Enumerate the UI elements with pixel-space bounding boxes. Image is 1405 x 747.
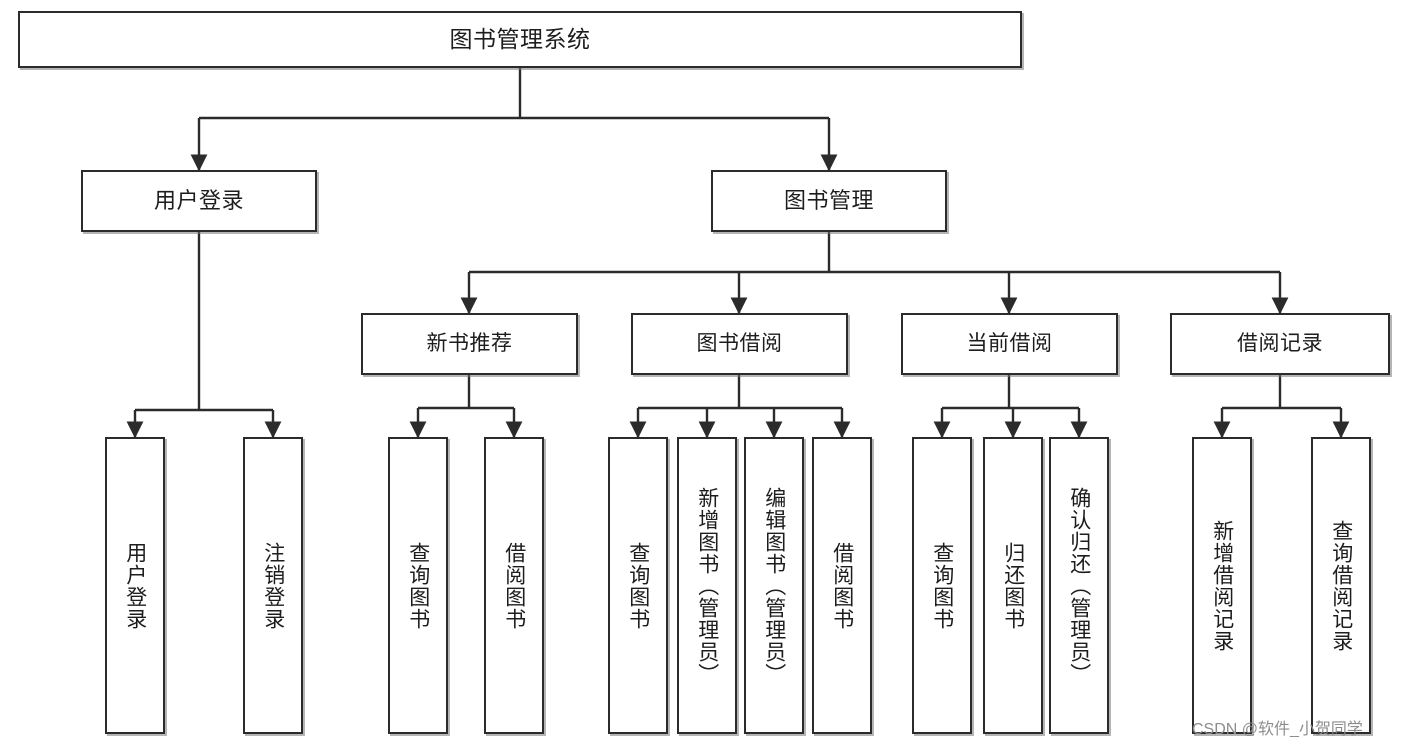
node-leaf-return-book[interactable]: 归还图书 bbox=[983, 437, 1043, 734]
node-label: 新增借阅记录 bbox=[1210, 519, 1234, 652]
node-leaf-query-book-2[interactable]: 查询图书 bbox=[608, 437, 668, 734]
node-leaf-query-book-1[interactable]: 查询图书 bbox=[388, 437, 448, 734]
node-label: 新增图书（管理员） bbox=[695, 486, 719, 685]
node-label: 图书管理系统 bbox=[449, 26, 591, 53]
node-user-login[interactable]: 用户登录 bbox=[81, 170, 317, 232]
node-label: 编辑图书（管理员） bbox=[762, 486, 786, 685]
node-leaf-query-borrow-record[interactable]: 查询借阅记录 bbox=[1311, 437, 1371, 734]
node-label: 查询图书 bbox=[930, 541, 954, 630]
node-borrow-record[interactable]: 借阅记录 bbox=[1170, 313, 1390, 375]
node-label: 新书推荐 bbox=[426, 331, 513, 355]
node-label: 当前借阅 bbox=[966, 331, 1053, 355]
node-label: 借阅记录 bbox=[1237, 331, 1323, 355]
node-leaf-user-login[interactable]: 用户登录 bbox=[105, 437, 165, 734]
node-label: 借阅图书 bbox=[502, 541, 526, 630]
node-label: 图书管理 bbox=[783, 188, 874, 214]
node-book-management[interactable]: 图书管理 bbox=[711, 170, 947, 232]
node-leaf-borrow-book-2[interactable]: 借阅图书 bbox=[812, 437, 872, 734]
node-new-book-recommend[interactable]: 新书推荐 bbox=[361, 313, 578, 375]
node-leaf-query-book-3[interactable]: 查询图书 bbox=[912, 437, 972, 734]
node-root-system[interactable]: 图书管理系统 bbox=[18, 11, 1022, 68]
node-book-borrow[interactable]: 图书借阅 bbox=[631, 313, 848, 375]
node-label: 用户登录 bbox=[153, 188, 244, 214]
node-leaf-add-book-admin[interactable]: 新增图书（管理员） bbox=[677, 437, 737, 734]
csdn-watermark: CSDN @软件_小贺同学 bbox=[1192, 721, 1363, 738]
node-label: 用户登录 bbox=[123, 541, 147, 630]
node-label: 查询图书 bbox=[626, 541, 650, 630]
node-label: 查询借阅记录 bbox=[1329, 519, 1353, 652]
node-current-borrow[interactable]: 当前借阅 bbox=[901, 313, 1118, 375]
node-leaf-confirm-return-admin[interactable]: 确认归还（管理员） bbox=[1049, 437, 1109, 734]
node-label: 借阅图书 bbox=[830, 541, 854, 630]
node-label: 确认归还（管理员） bbox=[1067, 486, 1091, 685]
node-label: 归还图书 bbox=[1001, 541, 1025, 630]
node-label: 注销登录 bbox=[261, 541, 285, 630]
node-leaf-logout-login[interactable]: 注销登录 bbox=[243, 437, 303, 734]
node-leaf-add-borrow-record[interactable]: 新增借阅记录 bbox=[1192, 437, 1252, 734]
node-label: 查询图书 bbox=[406, 541, 430, 630]
node-label: 图书借阅 bbox=[696, 331, 783, 355]
node-leaf-edit-book-admin[interactable]: 编辑图书（管理员） bbox=[744, 437, 804, 734]
node-leaf-borrow-book-1[interactable]: 借阅图书 bbox=[484, 437, 544, 734]
